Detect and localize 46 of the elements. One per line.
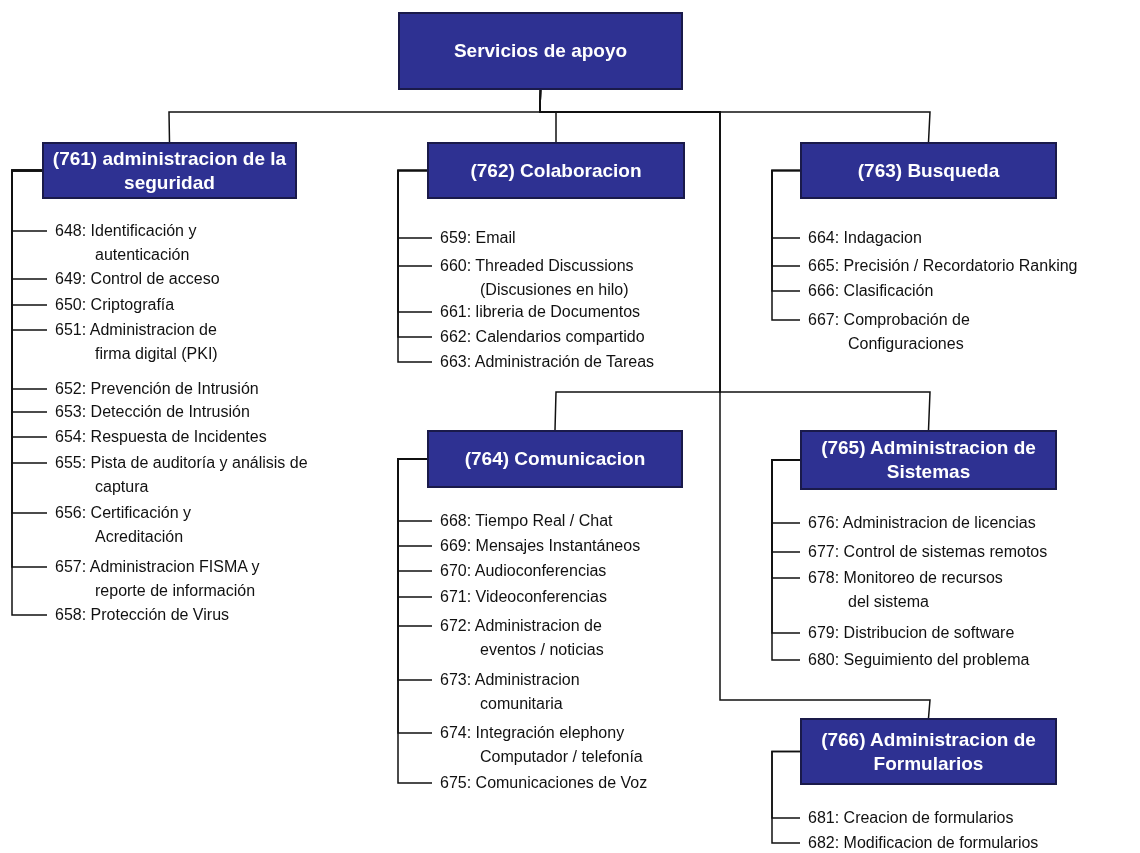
- category-box: (763) Busqueda: [800, 142, 1057, 199]
- item-text: 681: Creacion de formularios: [808, 806, 1014, 830]
- item-text: 649: Control de acceso: [55, 267, 220, 291]
- item-text: 672: Administracion de eventos / noticias: [440, 614, 620, 662]
- item-text: 673: Administracion comunitaria: [440, 668, 600, 716]
- connector-line: [539, 89, 931, 719]
- item-text: 662: Calendarios compartido: [440, 325, 645, 349]
- item-text: 663: Administración de Tareas: [440, 350, 655, 374]
- item-text: 678: Monitoreo de recursos del sistema: [808, 566, 1020, 614]
- connector-line: [771, 750, 801, 844]
- item-text: 682: Modificacion de formularios: [808, 831, 1039, 853]
- category-box: (765) Administracion de Sistemas: [800, 430, 1057, 490]
- item-text: 677: Control de sistemas remotos: [808, 540, 1048, 564]
- item-text: 659: Email: [440, 226, 516, 250]
- item-text: 665: Precisión / Recordatorio Ranking: [808, 254, 1078, 278]
- item-text: 650: Criptografía: [55, 293, 175, 317]
- item-text: 666: Clasificación: [808, 279, 934, 303]
- root-box: Servicios de apoyo: [398, 12, 683, 90]
- connector-line: [397, 458, 433, 784]
- item-text: 676: Administracion de licencias: [808, 511, 1036, 535]
- category-box: (766) Administracion de Formularios: [800, 718, 1057, 785]
- item-text: 679: Distribucion de software: [808, 621, 1015, 645]
- item-text: 653: Detección de Intrusión: [55, 400, 250, 424]
- category-box: (761) administracion de la seguridad: [42, 142, 297, 199]
- item-text: 675: Comunicaciones de Voz: [440, 771, 648, 795]
- item-text: 667: Comprobación de Configuraciones: [808, 308, 988, 356]
- item-text: 664: Indagacion: [808, 226, 922, 250]
- category-box: (764) Comunicacion: [427, 430, 683, 488]
- item-text: 680: Seguimiento del problema: [808, 648, 1030, 672]
- category-box: (762) Colaboracion: [427, 142, 685, 199]
- item-text: 669: Mensajes Instantáneos: [440, 534, 641, 558]
- item-text: 656: Certificación y Acreditación: [55, 501, 225, 549]
- connector-line: [771, 169, 801, 321]
- item-text: 660: Threaded Discussions (Discusiones en hilo): [440, 254, 650, 302]
- item-text: 658: Protección de Virus: [55, 603, 230, 627]
- item-text: 654: Respuesta de Incidentes: [55, 425, 267, 449]
- item-text: 670: Audioconferencias: [440, 559, 607, 583]
- item-text: 651: Administracion de firma digital (PKI): [55, 318, 245, 366]
- item-text: 671: Videoconferencias: [440, 585, 607, 609]
- item-text: 657: Administracion FISMA y reporte de información: [55, 555, 280, 603]
- item-text: 652: Prevención de Intrusión: [55, 377, 259, 401]
- item-text: 648: Identificación y autenticación: [55, 219, 235, 267]
- item-text: 668: Tiempo Real / Chat: [440, 509, 613, 533]
- item-text: 661: libreria de Documentos: [440, 300, 641, 324]
- item-text: 674: Integración elephony Computador / telefonía: [440, 721, 650, 769]
- item-text: 655: Pista de auditoría y análisis de captura: [55, 451, 310, 499]
